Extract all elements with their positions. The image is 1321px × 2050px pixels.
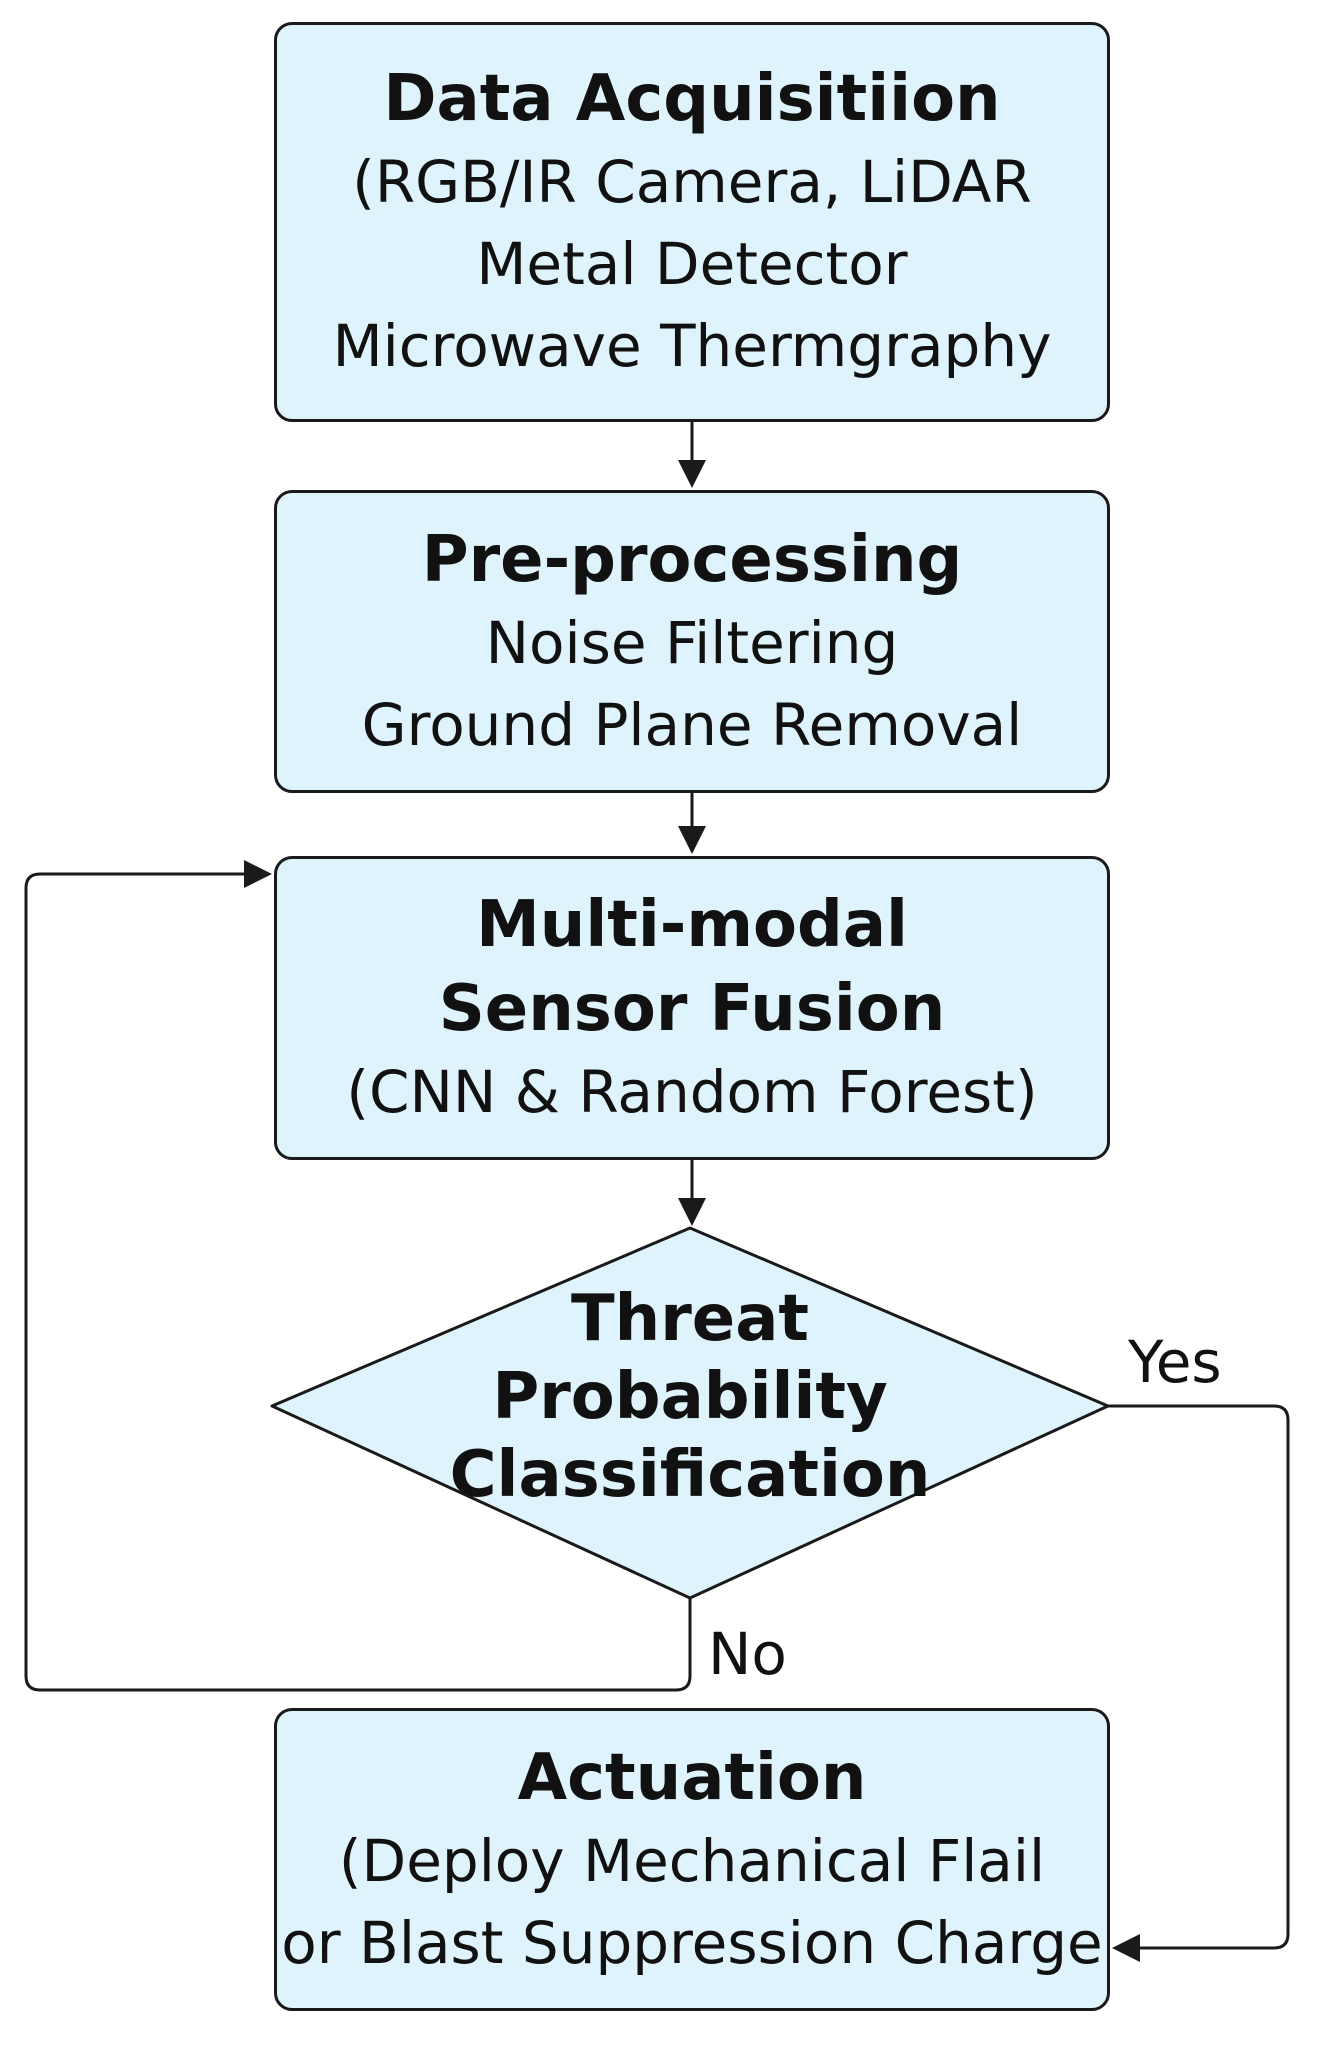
actuation-line-2: or Blast Suppression Charge: [281, 1908, 1103, 1977]
actuation-line-1: (Deploy Mechanical Flail: [338, 1826, 1046, 1895]
data-acquisition-line-1: (RGB/IR Camera, LiDAR: [352, 148, 1032, 216]
actuation-title: Actuation: [517, 1740, 867, 1815]
arrow-preprocessing-to-fusion: [678, 793, 706, 854]
preprocessing-line-2: Ground Plane Removal: [361, 690, 1023, 759]
decision-line-1: Threat: [571, 1282, 809, 1356]
preprocessing-title: Pre-processing: [421, 522, 963, 597]
data-acquisition-line-2: Metal Detector: [476, 230, 908, 298]
no-edge-label: No: [708, 1620, 787, 1688]
arrow-no-loop-to-fusion: [24, 860, 692, 1692]
arrow-data-to-preprocessing: [678, 422, 706, 488]
decision-line-2: Probability: [492, 1360, 888, 1434]
yes-edge-label: Yes: [1128, 1328, 1222, 1396]
data-acquisition-line-3: Microwave Thermgraphy: [332, 312, 1052, 380]
data-acquisition-title: Data Acquisitiion: [383, 62, 1001, 136]
arrow-yes-to-actuation: [1108, 1404, 1290, 1962]
preprocessing-line-1: Noise Filtering: [485, 608, 899, 677]
sensor-fusion-line-1: (CNN & Random Forest): [346, 1058, 1038, 1126]
arrow-fusion-to-decision: [678, 1160, 706, 1226]
preprocessing-box: Pre-processing Noise Filtering Ground Pl…: [274, 490, 1110, 793]
sensor-fusion-title-line-1: Multi-modal: [476, 888, 908, 962]
decision-line-3: Classification: [449, 1438, 931, 1512]
decision-label: Threat Probability Classification: [440, 1280, 940, 1514]
sensor-fusion-title-line-2: Sensor Fusion: [438, 972, 946, 1046]
actuation-box: Actuation (Deploy Mechanical Flail or Bl…: [274, 1708, 1110, 2011]
data-acquisition-box: Data Acquisitiion (RGB/IR Camera, LiDAR …: [274, 22, 1110, 422]
sensor-fusion-box: Multi-modal Sensor Fusion (CNN & Random …: [274, 856, 1110, 1160]
